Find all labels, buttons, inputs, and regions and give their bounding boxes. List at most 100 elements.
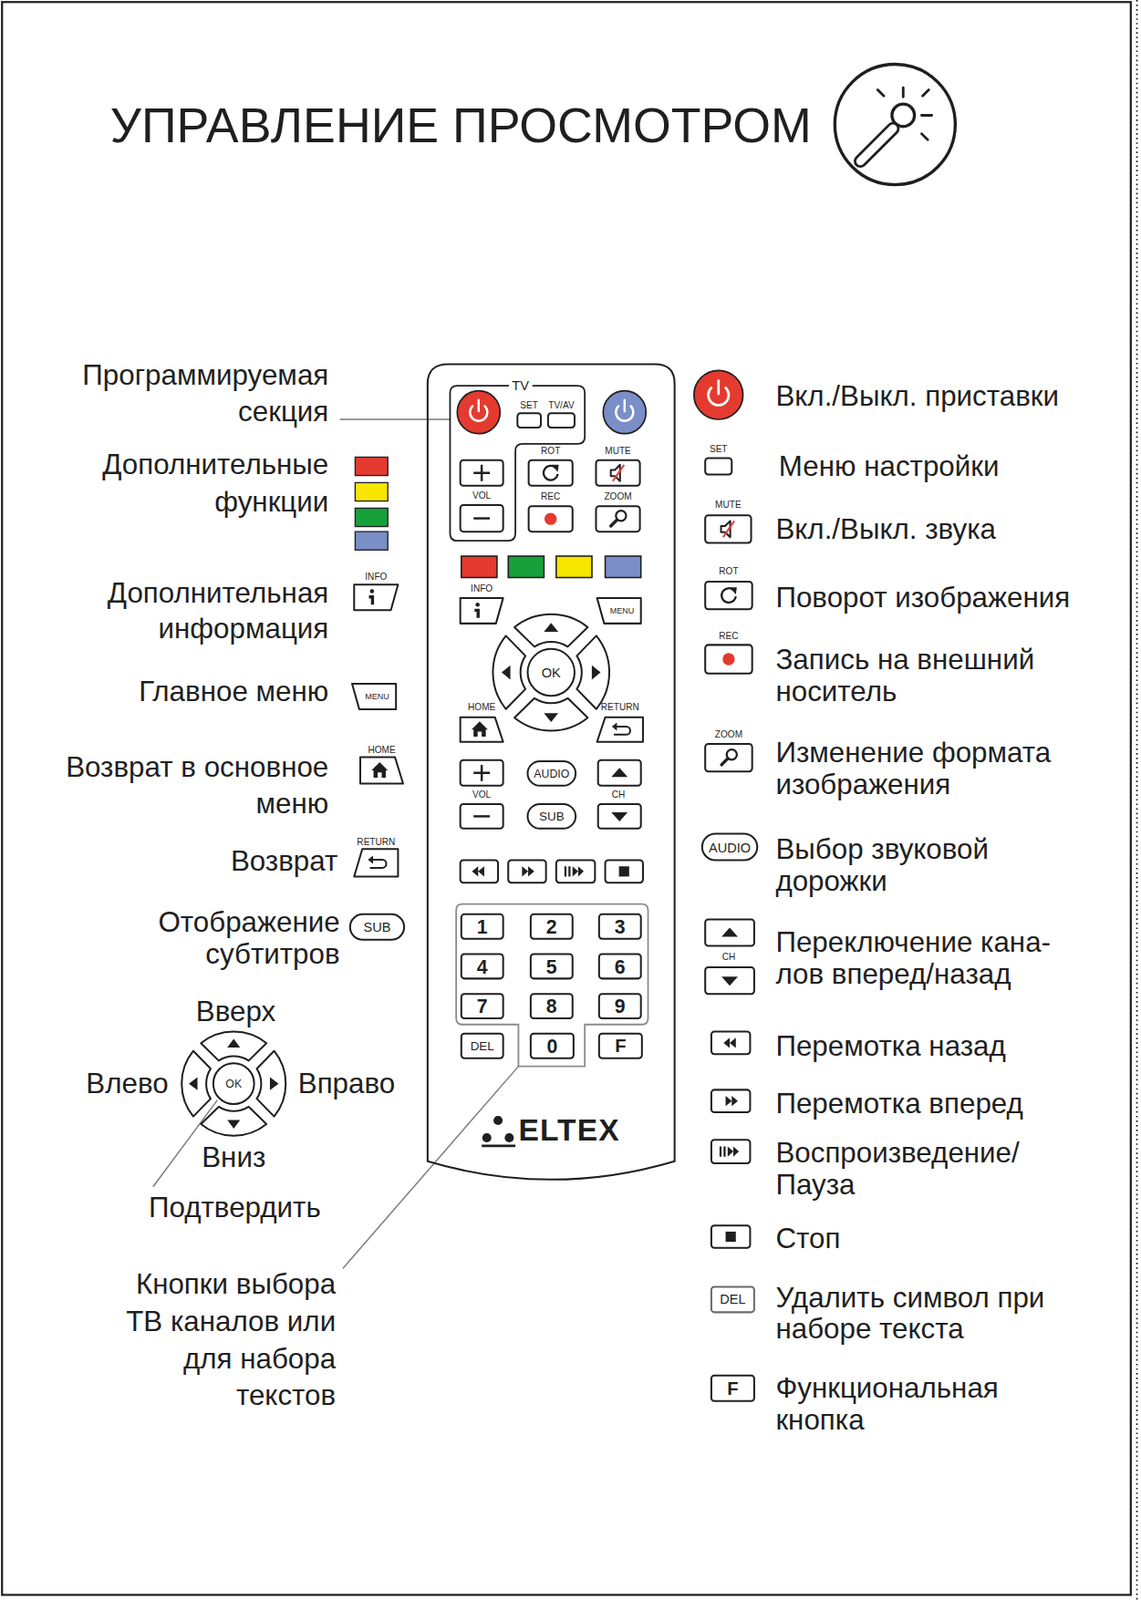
key-icon: F (711, 1376, 755, 1402)
button-label: F (614, 1037, 626, 1056)
key-icon: ZOOM (691, 727, 768, 774)
button-caption: HOME (446, 700, 518, 716)
remote-button: INFO (446, 581, 518, 626)
magnifier-handle (611, 519, 618, 527)
button-outline (461, 994, 504, 1019)
button-label: 5 (546, 956, 558, 976)
brand-logo-text: ELTEX (518, 1113, 620, 1149)
button-caption: VOL (461, 788, 503, 803)
volume-buttons: VOL (454, 760, 509, 830)
button-caption: MUTE (581, 444, 654, 459)
button-outline (705, 967, 755, 995)
button-label: 7 (477, 996, 488, 1017)
dpad-segment (257, 1051, 287, 1118)
remote-button: RETURN (582, 700, 658, 745)
color-swatch (354, 482, 388, 501)
number-button: 9 (599, 994, 642, 1019)
button-text-holder: 8 (530, 994, 573, 1019)
button-caption: REC (691, 628, 768, 644)
button-caption: ROT (691, 564, 768, 580)
rotate-arrowhead (551, 465, 560, 473)
remote-body: ELTEXTVSETTV/AVVOLROTMUTERECZOOMINFOMENU… (427, 363, 676, 1186)
button-caption: HOME (345, 743, 417, 758)
button-caption: CH (598, 788, 640, 803)
button-text-holder: 2 (530, 914, 573, 940)
ok-button: OK (212, 1062, 256, 1106)
callout-label: Удалить символ при наборе текста (775, 1281, 1071, 1345)
house-symbol (471, 721, 488, 737)
ok-button: OK (526, 648, 576, 698)
record-dot (544, 512, 557, 525)
button-caption: REC (514, 489, 587, 505)
button-outline (530, 1034, 574, 1059)
button-caption: MUTE (691, 497, 767, 513)
playback-symbol (726, 1096, 738, 1107)
color-button (508, 556, 544, 579)
button-outline (705, 919, 755, 946)
wand-rays (877, 87, 932, 140)
button-label: 6 (614, 956, 626, 976)
info-stem (474, 609, 480, 619)
key-icon: MENU (352, 684, 396, 710)
remote-button: SUB (528, 804, 577, 830)
button-outline (529, 506, 573, 532)
logo-mark (504, 1133, 514, 1143)
plus-sign (473, 765, 490, 782)
button-label: OK (541, 665, 561, 680)
button-outline (517, 413, 541, 428)
button-caption: CH (708, 950, 750, 965)
magnifier-handle (721, 758, 728, 766)
color-swatch (354, 456, 388, 476)
return-arrowhead (611, 722, 618, 731)
button-text-holder: 3 (599, 914, 642, 940)
button-outline (460, 505, 504, 532)
logo-mark (481, 1145, 516, 1149)
remote-button: AUDIO (528, 761, 577, 787)
power-symbol (708, 380, 729, 405)
callout-label: Стоп (775, 1222, 1122, 1255)
callout-label: Вкл./Выкл. приставки (775, 380, 1122, 413)
remote-button: TV/AV (533, 398, 589, 431)
remote-button: HOME (446, 700, 518, 745)
callout-label: Программируемая секция (62, 357, 329, 432)
callout-label: Выбор звуковой дорожки (775, 833, 1071, 897)
button-label: 8 (546, 996, 558, 1017)
button-outline (461, 954, 504, 980)
button-text-holder: 4 (461, 954, 504, 980)
button-caption: ROT (514, 444, 587, 459)
key-icon: REC (691, 628, 768, 675)
mute-slash (723, 520, 735, 538)
dpad-segment (181, 1051, 211, 1118)
button-text-holder: DEL (711, 1286, 755, 1313)
callout-label: Функциональная кнопка (775, 1372, 1071, 1436)
dpad-segment (492, 635, 526, 709)
volume-buttons: VOL (454, 460, 509, 532)
button-label: AUDIO (708, 840, 751, 855)
key-icon: AUDIO (702, 833, 758, 861)
button-outline (460, 717, 504, 743)
key-icon: SUB (350, 914, 405, 941)
callout-label: Подтвердить (122, 1191, 347, 1226)
button-text-holder: AUDIO (528, 761, 577, 787)
dpad-segment (514, 614, 588, 648)
callout-label: Возврат в основное меню (32, 749, 329, 824)
button-outline (705, 644, 752, 674)
playback-symbol (619, 866, 630, 877)
button-outline (213, 1063, 255, 1105)
playback-button (556, 860, 596, 884)
dpad-segment (514, 698, 588, 732)
button-outline (711, 1286, 755, 1313)
button-label: 0 (546, 1037, 558, 1057)
keypad-outline (456, 904, 648, 1068)
button-outline (353, 849, 398, 877)
info-dot (475, 602, 479, 607)
number-button: 2 (530, 914, 573, 940)
button-text-holder: DEL (461, 1034, 504, 1059)
button-outline (598, 804, 642, 830)
button-caption: TV/AV (533, 398, 589, 414)
remote-button: REC (514, 489, 587, 534)
callout-label: Переключение кана- лов вперед/назад (775, 926, 1071, 990)
dpad-segment (200, 1107, 267, 1137)
remote-button: DEL (461, 1034, 504, 1059)
